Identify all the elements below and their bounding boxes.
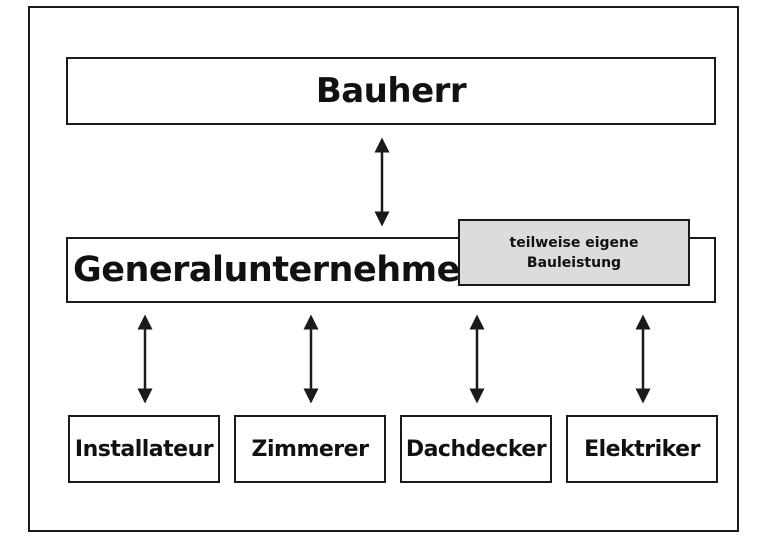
bauherr-label: Bauherr — [315, 71, 467, 111]
installateur-label: Installateur — [74, 436, 214, 462]
zimmerer-box: Zimmerer — [234, 415, 386, 483]
elektriker-box: Elektriker — [566, 415, 718, 483]
eigene-bauleistung-note: teilweise eigene Bauleistung — [458, 219, 690, 286]
bauherr-box: Bauherr — [66, 57, 716, 125]
dachdecker-box: Dachdecker — [400, 415, 552, 483]
zimmerer-label: Zimmerer — [251, 436, 369, 462]
note-line-1: teilweise eigene — [509, 234, 639, 251]
installateur-box: Installateur — [68, 415, 220, 483]
diagram-frame — [28, 6, 739, 532]
dachdecker-label: Dachdecker — [405, 436, 547, 462]
note-line-2: Bauleistung — [526, 254, 622, 271]
generalunternehmer-label: Generalunternehmer — [73, 250, 477, 290]
elektriker-label: Elektriker — [584, 436, 700, 462]
